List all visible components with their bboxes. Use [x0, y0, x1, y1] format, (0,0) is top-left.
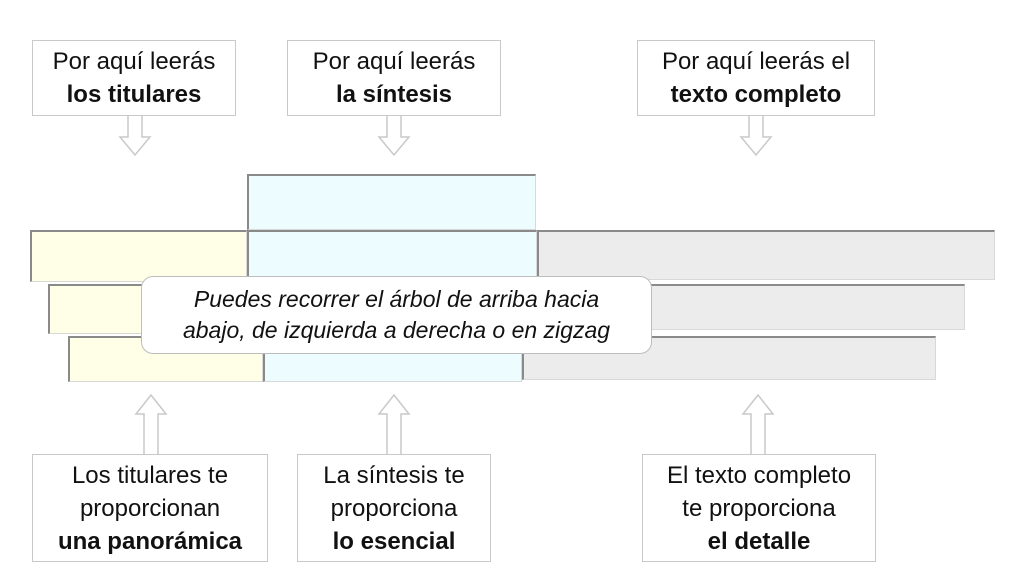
down-arrow-icon [739, 116, 773, 157]
full-text-bar-1 [537, 230, 995, 280]
reading-tip-line2: abajo, de izquierda a derecha o en zigza… [182, 317, 611, 343]
top-box-full-text-line2: texto completo [670, 81, 842, 108]
top-box-headlines-line1: Por aquí leerás [52, 48, 216, 75]
bottom-box-synthesis: La síntesis te proporciona lo esencial [297, 454, 491, 562]
bottom-box-headlines: Los titulares te proporcionan una panorá… [32, 454, 268, 562]
top-box-headlines: Por aquí leerás los titulares [32, 40, 236, 116]
bottom-box-synthesis-line1: La síntesis te [323, 461, 465, 489]
synthesis-header-bar [247, 174, 536, 230]
reading-tip-line1: Puedes recorrer el árbol de arriba hacia [193, 286, 600, 312]
bottom-box-headlines-line2: proporcionan [79, 494, 221, 522]
reading-tip-note: Puedes recorrer el árbol de arriba hacia… [141, 276, 652, 354]
up-arrow-icon [134, 393, 168, 454]
top-box-full-text-line1: Por aquí leerás el [661, 48, 851, 75]
bottom-box-full-text-line1: El texto completo [666, 461, 852, 489]
bottom-box-full-text: El texto completo te proporciona el deta… [642, 454, 876, 562]
up-arrow-icon [377, 393, 411, 454]
headline-bar-1 [30, 230, 247, 282]
bottom-box-headlines-line3: una panorámica [57, 527, 243, 555]
down-arrow-icon [118, 116, 152, 157]
top-box-headlines-line2: los titulares [66, 81, 202, 108]
synthesis-bar-1 [247, 230, 537, 282]
top-box-synthesis-line2: la síntesis [335, 81, 453, 108]
top-box-synthesis-line1: Por aquí leerás [312, 48, 476, 75]
bottom-box-full-text-line2: te proporciona [682, 494, 836, 522]
bottom-box-synthesis-line2: proporciona [330, 494, 458, 522]
top-box-full-text: Por aquí leerás el texto completo [637, 40, 875, 116]
bottom-box-headlines-line1: Los titulares te [71, 461, 229, 489]
up-arrow-icon [741, 393, 775, 454]
down-arrow-icon [377, 116, 411, 157]
bottom-box-full-text-line3: el detalle [707, 527, 811, 555]
top-box-synthesis: Por aquí leerás la síntesis [287, 40, 501, 116]
bottom-box-synthesis-line3: lo esencial [332, 527, 456, 555]
